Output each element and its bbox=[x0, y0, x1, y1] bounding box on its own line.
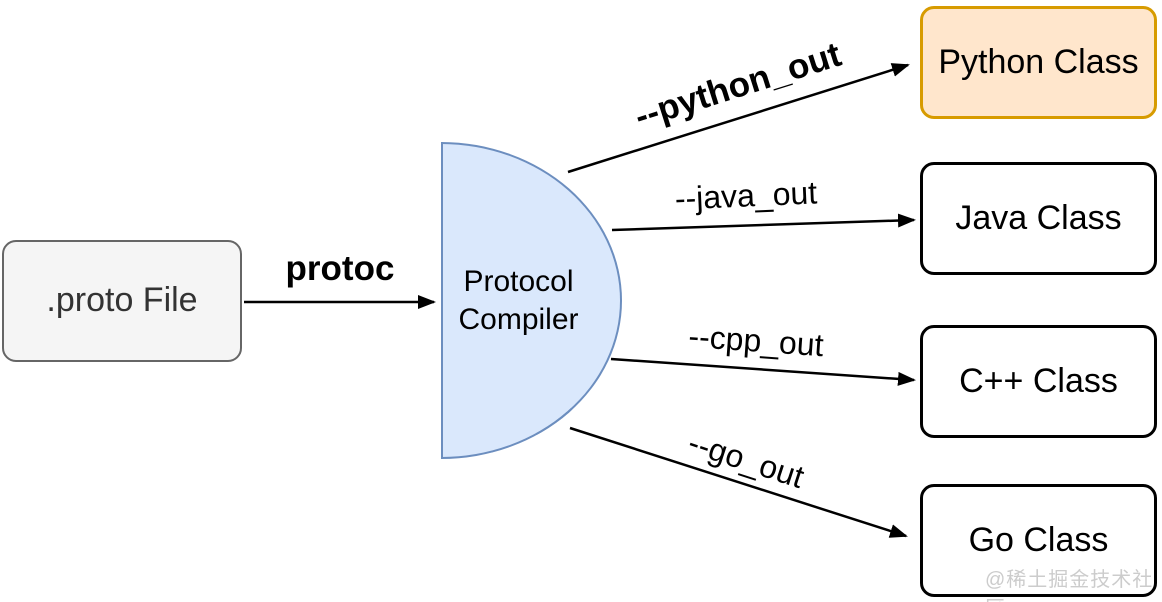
edge-label-java-out: --java_out bbox=[674, 174, 818, 217]
edge-label-protoc: protoc bbox=[285, 249, 395, 288]
edge-label-python-out: --python_out bbox=[630, 34, 846, 137]
edge-label-cpp-out: --cpp_out bbox=[687, 317, 825, 364]
watermark: @稀土掘金技术社区 bbox=[985, 569, 1154, 602]
node-go-class: Go Class bbox=[920, 484, 1157, 597]
node-protocol-compiler: Protocol Compiler bbox=[441, 142, 622, 459]
node-python-class: Python Class bbox=[920, 6, 1157, 119]
node-proto-file: .proto File bbox=[2, 240, 242, 362]
node-java-class: Java Class bbox=[920, 162, 1157, 275]
edge-java-out bbox=[611, 213, 916, 232]
node-cpp-class: C++ Class bbox=[920, 325, 1157, 438]
edge-cpp-out bbox=[610, 357, 916, 386]
edge-label-go-out: --go_out bbox=[683, 423, 809, 496]
